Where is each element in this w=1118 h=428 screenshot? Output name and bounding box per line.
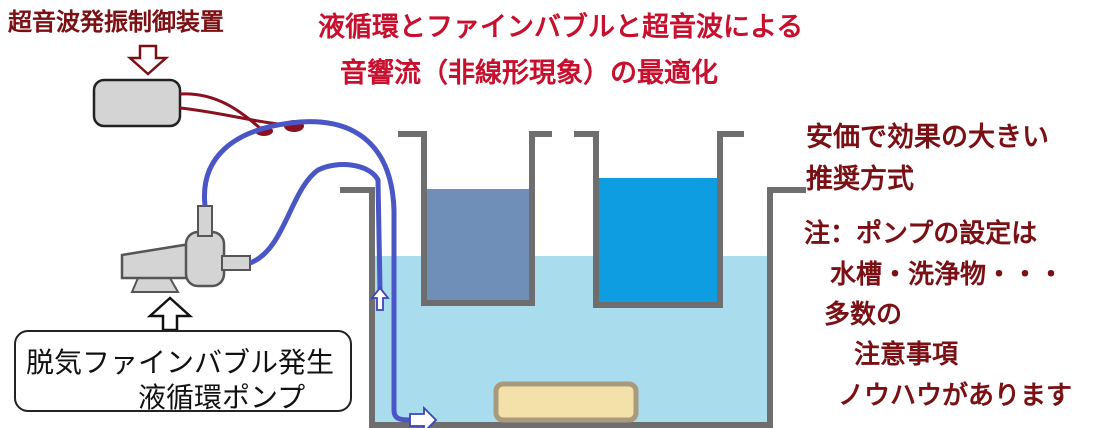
controller-cable-1 bbox=[179, 92, 264, 132]
title-line-1: 液循環とファインバブルと超音波による bbox=[318, 12, 804, 43]
ultrasonic-controller-box bbox=[92, 78, 182, 128]
outer-tank-wall bbox=[340, 187, 806, 428]
pump-casing bbox=[184, 230, 226, 288]
note-line-1: 注：ポンプの設定は bbox=[804, 219, 1038, 249]
flow-up-arrow-icon bbox=[370, 286, 390, 311]
up-arrow-icon bbox=[146, 296, 194, 332]
pump-inlet-neck bbox=[197, 205, 213, 237]
pump-outlet-neck bbox=[221, 255, 251, 271]
note-line-5: ノウハウがあります bbox=[838, 381, 1073, 411]
pump-label-line-2: 液循環ポンプ bbox=[138, 381, 306, 414]
inner-tank-right-liquid bbox=[596, 178, 720, 304]
inner-tank-right-wall bbox=[574, 131, 744, 308]
pump-label-box: 脱気ファインバブル発生 液循環ポンプ bbox=[14, 330, 352, 414]
recommend-line-1: 安価で効果の大きい bbox=[806, 122, 1049, 153]
inner-tank-left-wall bbox=[398, 131, 552, 306]
recommend-line-2: 推奨方式 bbox=[806, 164, 914, 195]
pump-motor bbox=[120, 242, 192, 280]
note-line-2: 水槽・洗浄物・・・ bbox=[830, 260, 1065, 290]
pump-label-line-1: 脱気ファインバブル発生 bbox=[26, 346, 335, 379]
note-line-4: 注意事項 bbox=[854, 340, 959, 370]
controller-label: 超音波発振制御装置 bbox=[8, 8, 224, 36]
inner-tank-left-liquid bbox=[424, 189, 531, 301]
flow-right-arrow-icon bbox=[409, 405, 438, 428]
down-arrow-icon bbox=[126, 44, 170, 76]
return-pipe bbox=[248, 162, 383, 291]
title-line-2: 音響流（非線形現象）の最適化 bbox=[340, 58, 718, 89]
note-line-3: 多数の bbox=[824, 300, 903, 330]
pump-base bbox=[130, 277, 180, 293]
work-item-tray bbox=[493, 381, 639, 423]
suction-pipe bbox=[201, 119, 411, 423]
